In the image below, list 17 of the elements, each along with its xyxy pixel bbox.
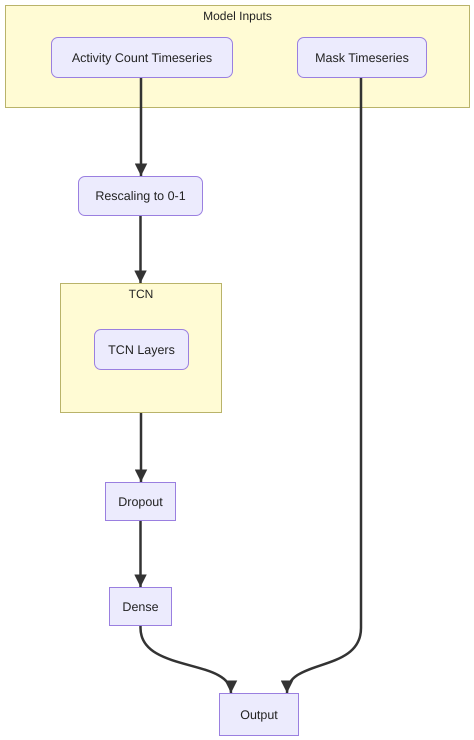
arrow [134,521,147,587]
arrow [134,216,147,283]
process-box: Dense [109,587,172,626]
process-box: Activity Count Timeseries [51,37,233,78]
group-container [60,283,222,413]
arrow [139,626,234,694]
process-box: Mask Timeseries [297,37,427,78]
process-box: Rescaling to 0-1 [78,176,203,216]
group-title: Model Inputs [203,9,272,23]
process-box: Output [219,693,299,736]
group-title: TCN [128,287,154,301]
arrow [283,77,362,694]
process-box: TCN Layers [94,329,189,370]
arrow [134,413,148,482]
arrow [134,77,148,176]
group-container [5,5,470,108]
process-box: Dropout [105,482,176,521]
